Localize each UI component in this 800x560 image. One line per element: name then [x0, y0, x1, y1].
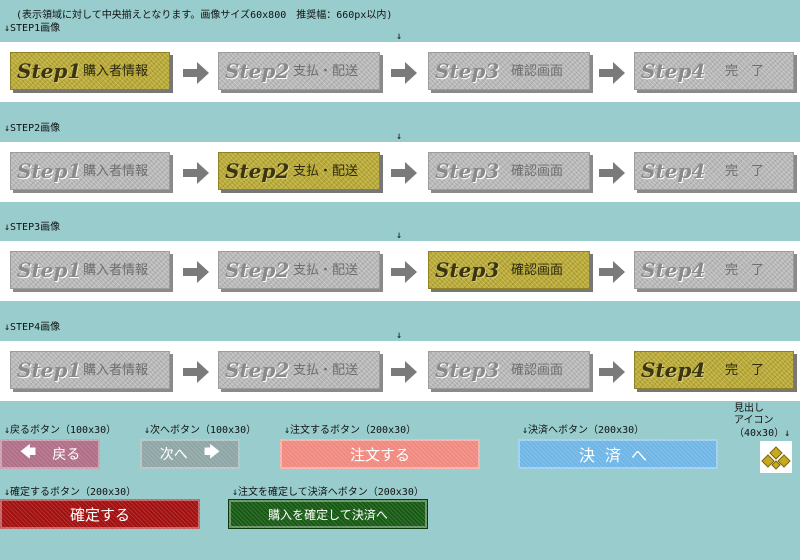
- step-label: 確認画面: [511, 263, 564, 278]
- next-button-caption: ↓次へボタン（100x30）: [144, 425, 257, 436]
- step-logo: Step1: [17, 358, 82, 382]
- center-marker: ↓: [396, 330, 403, 341]
- back-button[interactable]: 🡄 戻る: [0, 439, 100, 469]
- step-logo: Step4: [641, 358, 706, 382]
- header-note: (表示領域に対して中央揃えとなります。画像サイズ60x800 推奨幅：660px…: [16, 10, 393, 21]
- step-label: 支払・配送: [293, 164, 359, 179]
- step1-panel: Step1 購入者情報: [10, 251, 170, 289]
- next-button-label: 次へ: [159, 447, 188, 463]
- step2-panel: Step2 支払・配送: [218, 52, 380, 90]
- arrow-right-icon: [391, 361, 417, 383]
- step1-panel: Step1 購入者情報: [10, 52, 170, 90]
- arrow-right-icon: [183, 261, 209, 283]
- step4-panel: Step4 完 了: [634, 251, 794, 289]
- arrow-right-icon: [599, 62, 625, 84]
- step-label: 確認画面: [511, 164, 564, 179]
- step-logo: Step2: [225, 59, 290, 83]
- step-logo: Step4: [641, 258, 706, 282]
- settle-button[interactable]: 決済へ: [518, 439, 718, 469]
- order-button-caption: ↓注文するボタン（200x30）: [284, 425, 417, 436]
- step-band-row2: Step1 購入者情報 Step2 支払・配送 Step3 確認画面 Step4…: [0, 142, 800, 202]
- arrow-right-icon: [391, 162, 417, 184]
- step-label: 完 了: [725, 363, 765, 378]
- step-logo: Step3: [435, 258, 500, 282]
- arrow-right-icon: [599, 261, 625, 283]
- arrow-left-icon: 🡄: [19, 441, 37, 461]
- arrow-right-icon: 🡆: [203, 441, 221, 461]
- step-label: 確認画面: [511, 64, 564, 79]
- step-band-row4: Step1 購入者情報 Step2 支払・配送 Step3 確認画面 Step4…: [0, 341, 800, 401]
- step-label: 確認画面: [511, 363, 564, 378]
- row-caption-step4: ↓STEP4画像: [4, 322, 61, 333]
- step-label: 購入者情報: [83, 64, 149, 79]
- confirm-button[interactable]: 確定する: [0, 499, 200, 529]
- step2-panel: Step2 支払・配送: [218, 251, 380, 289]
- arrow-right-icon: [183, 361, 209, 383]
- step3-panel: Step3 確認画面: [428, 251, 590, 289]
- settle-button-caption: ↓決済へボタン（200x30）: [522, 425, 645, 436]
- step-label: 完 了: [725, 64, 765, 79]
- step-logo: Step3: [435, 159, 500, 183]
- step4-panel: Step4 完 了: [634, 52, 794, 90]
- confirm-settle-button-caption: ↓注文を確定して決済へボタン（200x30）: [232, 487, 424, 498]
- arrow-right-icon: [391, 261, 417, 283]
- next-button[interactable]: 次へ 🡆: [140, 439, 240, 469]
- settle-button-label: 決済へ: [578, 446, 657, 465]
- arrow-right-icon: [183, 62, 209, 84]
- step-logo: Step2: [225, 159, 290, 183]
- row-caption-step1: ↓STEP1画像: [4, 23, 61, 34]
- order-button-label: 注文する: [349, 445, 410, 464]
- step1-panel: Step1 購入者情報: [10, 152, 170, 190]
- step2-panel: Step2 支払・配送: [218, 351, 380, 389]
- step-logo: Step1: [17, 159, 82, 183]
- arrow-right-icon: [183, 162, 209, 184]
- heading-icon-caption-2: アイコン: [734, 415, 774, 426]
- arrow-right-icon: [599, 361, 625, 383]
- row-caption-step2: ↓STEP2画像: [4, 123, 61, 134]
- step-logo: Step2: [225, 258, 290, 282]
- confirm-settle-button[interactable]: 購入を確定して決済へ: [228, 499, 428, 529]
- arrow-right-icon: [599, 162, 625, 184]
- step-logo: Step2: [225, 358, 290, 382]
- step3-panel: Step3 確認画面: [428, 152, 590, 190]
- step-logo: Step3: [435, 358, 500, 382]
- step3-panel: Step3 確認画面: [428, 351, 590, 389]
- step-label: 完 了: [725, 164, 765, 179]
- step-label: 完 了: [725, 263, 765, 278]
- arrow-right-icon: [391, 62, 417, 84]
- step-logo: Step4: [641, 59, 706, 83]
- diamond-icon: [761, 446, 791, 470]
- heading-icon-caption-3: （40x30）↓: [734, 428, 791, 439]
- step-logo: Step4: [641, 159, 706, 183]
- confirm-settle-button-label: 購入を確定して決済へ: [268, 507, 388, 522]
- step-band-row3: Step1 購入者情報 Step2 支払・配送 Step3 確認画面 Step4…: [0, 241, 800, 301]
- step-logo: Step1: [17, 258, 82, 282]
- back-button-caption: ↓戻るボタン（100x30）: [4, 425, 117, 436]
- step-label: 支払・配送: [293, 363, 359, 378]
- step-label: 購入者情報: [83, 363, 149, 378]
- step-logo: Step3: [435, 59, 500, 83]
- center-marker: ↓: [396, 230, 403, 241]
- confirm-button-caption: ↓確定するボタン（200x30）: [4, 487, 137, 498]
- back-button-label: 戻る: [52, 447, 81, 463]
- step1-panel: Step1 購入者情報: [10, 351, 170, 389]
- step-label: 購入者情報: [83, 263, 149, 278]
- step-band-row1: Step1 購入者情報 Step2 支払・配送 Step3 確認画面 Step4…: [0, 42, 800, 102]
- step2-panel: Step2 支払・配送: [218, 152, 380, 190]
- step4-panel: Step4 完 了: [634, 351, 794, 389]
- step4-panel: Step4 完 了: [634, 152, 794, 190]
- step-label: 購入者情報: [83, 164, 149, 179]
- order-button[interactable]: 注文する: [280, 439, 480, 469]
- heading-icon-caption-1: 見出し: [734, 403, 764, 414]
- row-caption-step3: ↓STEP3画像: [4, 222, 61, 233]
- heading-icon-tile: [760, 441, 792, 473]
- confirm-button-label: 確定する: [69, 505, 130, 524]
- step-label: 支払・配送: [293, 263, 359, 278]
- center-marker: ↓: [396, 131, 403, 142]
- step3-panel: Step3 確認画面: [428, 52, 590, 90]
- step-label: 支払・配送: [293, 64, 359, 79]
- step-logo: Step1: [17, 59, 82, 83]
- center-marker: ↓: [396, 31, 403, 42]
